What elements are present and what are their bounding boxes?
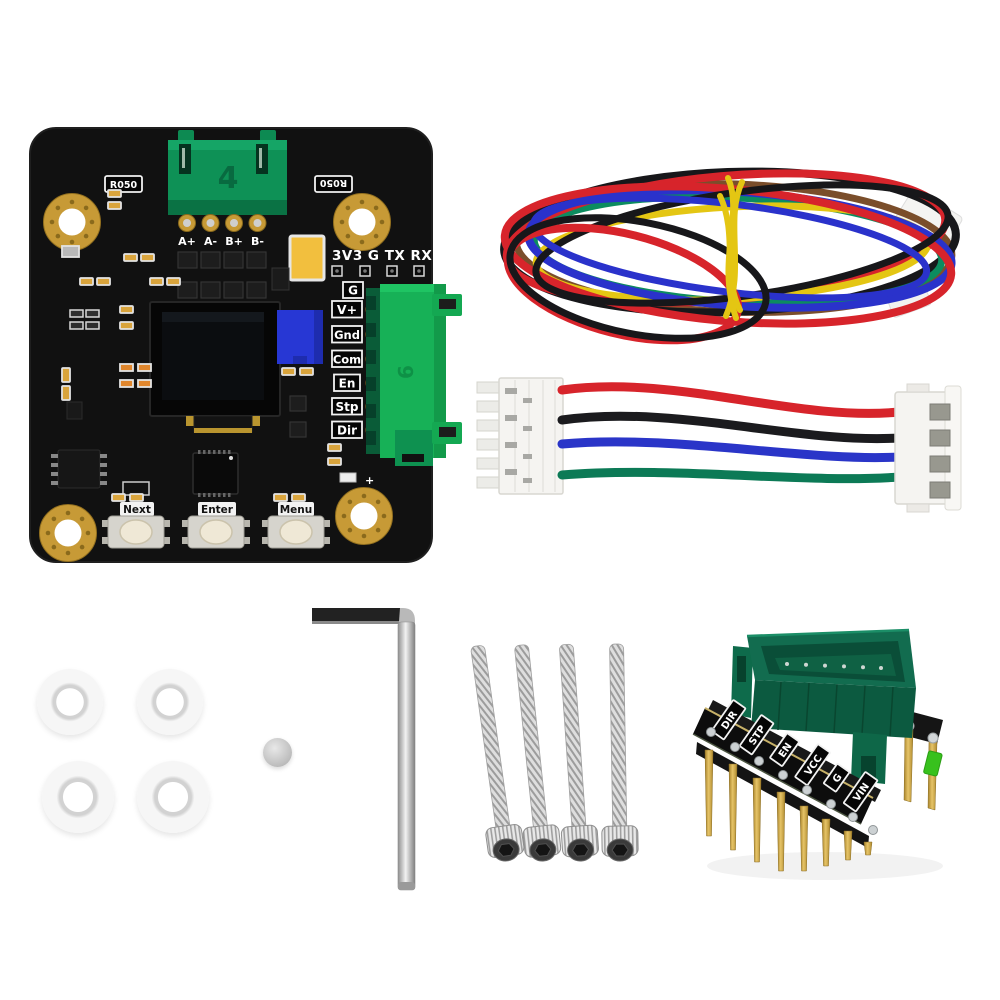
svg-text:Com: Com <box>333 353 361 367</box>
sot-transistor <box>66 401 83 420</box>
hex-key-arm-edge <box>312 621 400 624</box>
mounting-hole-bottom-left <box>39 504 97 562</box>
signal-label-stp: Stp <box>331 397 363 416</box>
trimmer-potentiometer <box>277 310 323 364</box>
signal-connector: 6 <box>366 284 462 466</box>
pin-label-b-plus: B+ <box>225 235 243 248</box>
screw <box>514 644 562 862</box>
stepper-driver-board: 4 A+ A- B+ B- R050 R050 3V3 G TX <box>29 127 462 563</box>
jst-cable <box>476 377 962 513</box>
magnet-disc <box>263 738 292 767</box>
jst-receptacle-right <box>894 383 962 513</box>
button-enter-label: Enter <box>201 504 234 516</box>
svg-text:En: En <box>339 377 356 391</box>
svg-text:R050: R050 <box>320 177 348 188</box>
signal-label-gnd: Gnd <box>331 325 363 344</box>
power-capacitor <box>288 234 326 282</box>
mounting-hole-top-right <box>333 193 391 251</box>
signal-label-g: G <box>342 281 364 299</box>
svg-text:G: G <box>348 284 358 298</box>
signal-label-com: Com <box>331 349 363 368</box>
mcu-chip <box>192 450 239 497</box>
adapter-module: DIR STP EN VCC G VIN <box>692 628 943 880</box>
smd-components <box>61 189 357 502</box>
hex-key <box>312 608 416 891</box>
signal-label-vplus: V+ <box>331 300 363 319</box>
shunt-resistor-left: R050 <box>104 175 143 193</box>
svg-text:Gnd: Gnd <box>334 328 360 342</box>
nylon-washer <box>137 669 203 735</box>
signal-connector-number: 6 <box>394 365 418 379</box>
hex-key-arm <box>312 608 400 624</box>
shunt-resistor-right: R050 <box>314 175 353 193</box>
screw <box>470 645 525 862</box>
nylon-washer <box>42 761 114 833</box>
fe-transistor <box>271 267 290 291</box>
mounting-hole-top-left <box>43 193 101 251</box>
led-green <box>923 750 943 777</box>
cable-wires <box>557 382 904 484</box>
jst-plug-left <box>476 377 564 495</box>
connector-shell <box>731 628 916 784</box>
svg-text:Stp: Stp <box>336 400 359 414</box>
uart-header-label: 3V3 G TX RX <box>332 248 432 264</box>
adapter-label-en: EN <box>769 732 800 767</box>
pin-label-a-plus: A+ <box>178 235 196 248</box>
signal-label-dir: Dir <box>331 420 363 439</box>
nylon-washer <box>37 669 103 735</box>
gold-pin <box>903 727 914 803</box>
nylon-washer <box>137 761 209 833</box>
front-pin-tops <box>706 727 878 835</box>
hex-key-shaft <box>397 621 416 891</box>
mounting-hole-bottom-right <box>335 487 393 545</box>
mosfet-row-components <box>177 251 267 299</box>
svg-text:Dir: Dir <box>337 424 357 438</box>
motor-connector: 4 <box>168 130 287 215</box>
oled-display <box>149 301 281 433</box>
button-next: Next <box>102 502 170 549</box>
motor-connector-number: 4 <box>218 161 239 196</box>
screw-set <box>470 643 639 862</box>
wire-bundle <box>500 167 963 345</box>
svg-text:V+: V+ <box>337 302 357 317</box>
adapter-label-g: G <box>823 763 851 793</box>
cable-tie <box>717 175 745 321</box>
button-menu-label: Menu <box>280 504 313 516</box>
front-gold-pins <box>704 749 873 872</box>
pin-label-a-minus: A- <box>204 235 217 248</box>
uart-header-pins <box>331 265 425 277</box>
hex-key-tip <box>398 882 415 890</box>
polarity-mark: + <box>365 474 374 487</box>
button-next-label: Next <box>123 504 151 516</box>
screw <box>601 643 639 862</box>
button-menu: Menu <box>262 502 330 549</box>
screw <box>559 643 599 862</box>
pin-label-b-minus: B- <box>251 235 264 248</box>
signal-label-en: En <box>333 373 361 392</box>
button-enter: Enter <box>182 502 250 549</box>
svg-text:R050: R050 <box>110 180 138 191</box>
soic-chip <box>51 449 107 489</box>
pin-top <box>927 732 939 744</box>
motor-pads <box>178 214 267 232</box>
